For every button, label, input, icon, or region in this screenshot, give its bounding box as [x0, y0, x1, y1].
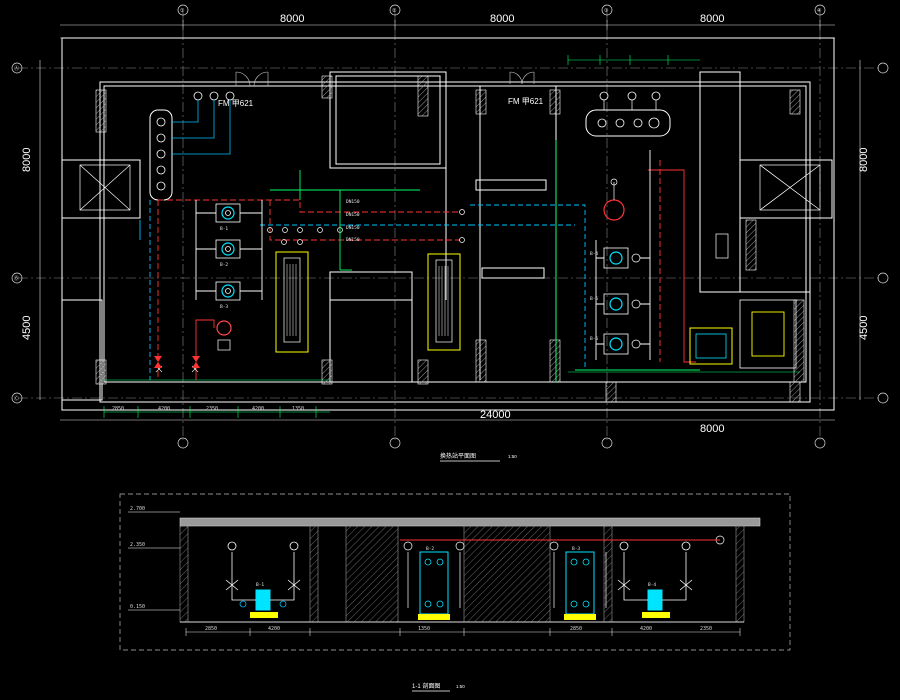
section-view: 2.700 2.350 0.150 [119, 493, 791, 692]
section-title: 1-1 剖面图 1:50 [412, 682, 465, 692]
section-hx-left [403, 541, 465, 620]
plan-scale: 1:50 [508, 454, 517, 459]
pipe-tag: DN150 [346, 237, 360, 243]
section-pump-left [225, 541, 301, 618]
pump-tag: B-3 [220, 304, 228, 310]
axis-label: ① [180, 8, 185, 14]
piping-left [139, 170, 470, 380]
dim-top-2: 8000 [490, 13, 514, 25]
pump-group-right: B-4 B-5 B-6 [590, 247, 641, 355]
section-title-text: 1-1 剖面图 [412, 682, 440, 690]
grid-axes [18, 12, 882, 440]
doors [235, 71, 535, 87]
elevation-marks: 2.700 2.350 0.150 [128, 506, 180, 611]
dim-left-2: 4500 [21, 316, 33, 340]
fm-label: FM 甲621 [508, 97, 544, 106]
header-manifold-right [585, 91, 671, 137]
floor-plan: ① ② ③ ④ Ⓐ Ⓑ Ⓒ 8000 8000 8000 24000 8000 … [11, 4, 889, 462]
dimension-texts: 8000 8000 8000 24000 8000 8000 4500 8000… [21, 13, 870, 435]
green-dims [103, 55, 800, 418]
piping-right [470, 140, 700, 382]
small-dim: 2850 [112, 406, 124, 412]
dim-right-1: 8000 [858, 148, 870, 172]
pump-tag: B-6 [590, 336, 598, 342]
dim-bottom-right: 8000 [700, 423, 724, 435]
section-dim: 2350 [700, 626, 712, 632]
section-dims [185, 628, 741, 636]
roof-slab [179, 517, 761, 527]
dim-bottom-total: 24000 [480, 409, 511, 421]
section-tag: B-2 [426, 546, 434, 552]
axis-label: ③ [604, 8, 609, 14]
heat-exchanger-mid [427, 253, 461, 351]
axis-label: ② [392, 8, 397, 14]
valves-left [154, 356, 200, 368]
pump-tag: B-1 [220, 226, 228, 232]
section-dim: 1350 [418, 626, 430, 632]
elev-label: 2.350 [130, 542, 145, 548]
axis-bubble-labels: ① ② ③ ④ Ⓐ Ⓑ Ⓒ [14, 8, 822, 402]
elev-label: 0.150 [130, 604, 145, 610]
plan-title: 换热站平面图 1:50 [440, 452, 517, 462]
section-pump-right [617, 535, 725, 618]
section-scale: 1:50 [456, 684, 465, 689]
section-tag: B-1 [256, 582, 264, 588]
valve-row [267, 209, 465, 245]
small-dim: 1350 [292, 406, 304, 412]
small-dim: 2350 [206, 406, 218, 412]
dimension-lines [39, 20, 861, 421]
section-walls [179, 525, 745, 623]
dim-left-1: 8000 [21, 148, 33, 172]
plan-title-text: 换热站平面图 [440, 452, 476, 460]
pipe-green-mid [339, 190, 352, 271]
pipe-tag: DN150 [346, 225, 360, 231]
expansion-tank [603, 178, 625, 221]
section-dim-texts: 2850 4200 1350 2850 4200 2350 [205, 626, 712, 632]
axis-label: ④ [817, 8, 822, 14]
walls [61, 37, 835, 411]
pump-tag: B-2 [220, 262, 228, 268]
section-tag: B-4 [648, 582, 656, 588]
stair-boxes [79, 164, 821, 211]
small-dim: 4200 [158, 406, 170, 412]
section-tag: B-3 [572, 546, 580, 552]
pump-tag: B-4 [590, 251, 598, 257]
section-dim: 4200 [640, 626, 652, 632]
axis-label: Ⓒ [14, 395, 19, 402]
section-dim: 4200 [268, 626, 280, 632]
pipe-labels: DN150 DN150 DN150 DN150 [346, 199, 360, 243]
heat-exchanger-left [275, 251, 309, 353]
elev-label: 2.700 [130, 506, 145, 512]
section-hx-right [549, 541, 607, 620]
header-manifold-left [149, 91, 235, 201]
dim-top-3: 8000 [700, 13, 724, 25]
pump-tag: B-5 [590, 296, 598, 302]
pipe-tag: DN150 [346, 199, 360, 205]
section-dim: 2850 [205, 626, 217, 632]
small-dim-texts: 2850 4200 2350 4200 1350 [112, 406, 304, 412]
axis-label: Ⓐ [14, 65, 19, 72]
section-dim: 2850 [570, 626, 582, 632]
axis-label: Ⓑ [14, 275, 19, 282]
axis-bubbles [11, 4, 889, 449]
dim-right-2: 4500 [858, 316, 870, 340]
columns [95, 75, 805, 403]
dim-top-1: 8000 [280, 13, 304, 25]
pipe-tag: DN150 [346, 212, 360, 218]
small-dim: 4200 [252, 406, 264, 412]
section-tags: B-1 B-2 B-3 B-4 [256, 546, 656, 588]
fm-label: FM 甲621 [218, 99, 254, 108]
pump-group-left: B-1 B-2 B-3 [215, 203, 241, 351]
softener-equipment [689, 233, 797, 369]
